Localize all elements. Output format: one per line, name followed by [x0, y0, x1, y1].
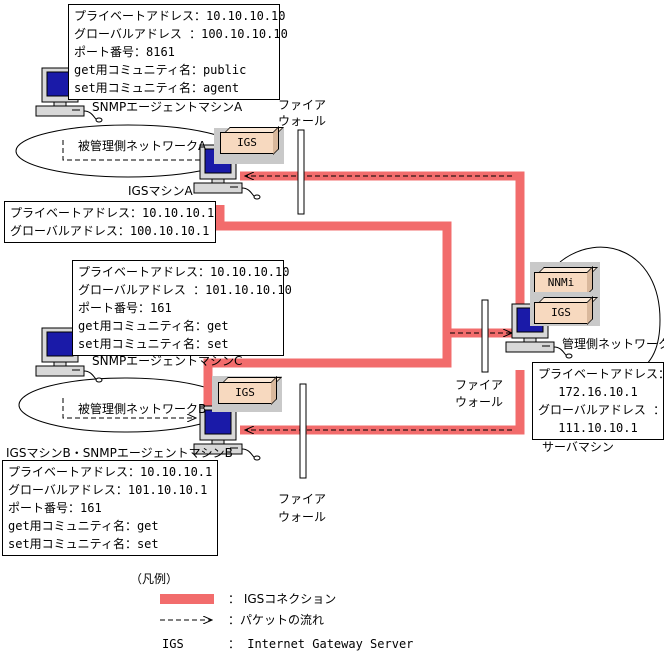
igs-a-info: プライベートアドレス：10.10.10.1 グローバルアドレス：100.10.1…	[4, 201, 216, 243]
firewall-b-label-1: ファイア	[278, 492, 327, 506]
packet-arrow-b	[62, 398, 196, 418]
firewall-b-label-2: ウォール	[278, 510, 327, 524]
server-label: サーバマシン	[542, 440, 614, 454]
legend-packet-flow: ：パケットの流れ	[228, 613, 325, 627]
agent-a-info-line: プライベートアドレス：10.10.10.10	[74, 9, 286, 23]
server-info-line: プライベートアドレス：	[538, 367, 664, 381]
packet-arrow-a	[62, 140, 215, 160]
igs-b-info-line: set用コミュニティ名：set	[8, 537, 159, 551]
igs-a-info-line: プライベートアドレス：10.10.10.1	[10, 206, 215, 220]
agent-a-info: プライベートアドレス：10.10.10.10 グローバルアドレス ：100.10…	[68, 4, 288, 100]
agent-a-info-line: ポート番号：8161	[74, 45, 175, 59]
firewall-s-label-2: ウォール	[455, 395, 504, 409]
igs-connection-b	[203, 333, 452, 408]
legend-connection-swatch	[160, 594, 214, 604]
legend-title: （凡例）	[130, 572, 179, 586]
firewall-s-wall	[481, 299, 489, 373]
firewall-a-wall	[297, 129, 305, 215]
igs-b-info-line: グローバルアドレス：101.10.10.1	[8, 483, 208, 497]
server-info-line: グローバルアドレス ：	[538, 403, 664, 417]
igs-b-box-label: IGS	[218, 382, 272, 404]
igs-a-info-line: グローバルアドレス：100.10.10.1	[10, 224, 210, 238]
agent-c-info-line: ポート番号：161	[78, 301, 172, 315]
network-b-label: 被管理側ネットワークB	[78, 402, 207, 416]
igs-b-info-line: get用コミュニティ名：get	[8, 519, 159, 533]
firewall-a-label-2: ウォール	[278, 114, 327, 128]
agent-c-info-line: グローバルアドレス ：101.10.10.10	[78, 283, 292, 297]
igs-b-info-line: ポート番号：161	[8, 501, 102, 515]
agent-a-info-line: get用コミュニティ名：public	[74, 63, 247, 77]
agent-c-info: プライベートアドレス：10.10.10.10 グローバルアドレス ：101.10…	[72, 260, 292, 356]
firewall-a-label-1: ファイア	[278, 98, 327, 112]
server-nnmi-label: NNMi	[534, 272, 588, 294]
server-network-label: 管理側ネットワーク	[562, 337, 664, 351]
network-a-label: 被管理側ネットワークA	[78, 139, 207, 153]
server-info-line: 172.16.10.1	[558, 385, 638, 399]
server-info: プライベートアドレス： 172.16.10.1 グローバルアドレス ： 111.…	[532, 362, 664, 440]
legend-igs-connection: ： IGSコネクション	[228, 592, 337, 606]
firewall-b-wall	[299, 383, 307, 479]
igs-a-box-label: IGS	[220, 132, 274, 154]
legend-igs-definition: ： Internet Gateway Server	[228, 637, 414, 651]
agent-c-info-line: プライベートアドレス：10.10.10.10	[78, 265, 290, 279]
agent-c-info-line: get用コミュニティ名：get	[78, 319, 229, 333]
legend-igs-key: IGS	[162, 637, 184, 651]
agent-a-info-line: set用コミュニティ名：agent	[74, 81, 240, 95]
server-igs-label: IGS	[534, 302, 588, 324]
agent-a-label: SNMPエージェントマシンA	[92, 100, 243, 114]
agent-c-info-line: set用コミュニティ名：set	[78, 337, 229, 351]
agent-c-label: SNMPエージェントマシンC	[92, 354, 243, 368]
igs-b-info: プライベートアドレス：10.10.10.1 グローバルアドレス：101.10.1…	[2, 460, 218, 556]
igs-b-info-line: プライベートアドレス：10.10.10.1	[8, 465, 213, 479]
igs-a-label: IGSマシンA	[128, 184, 193, 198]
agent-a-info-line: グローバルアドレス ：100.10.10.10	[74, 27, 288, 41]
igs-b-label: IGSマシンB・SNMPエージェントマシンB	[6, 446, 233, 460]
firewall-s-label-1: ファイア	[455, 378, 504, 392]
server-info-line: 111.10.10.1	[558, 421, 638, 435]
